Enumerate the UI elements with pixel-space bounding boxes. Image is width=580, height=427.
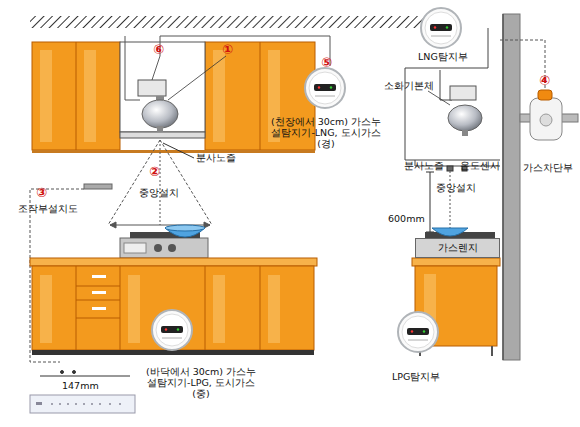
dimension-line xyxy=(40,371,130,377)
callout-number: ③ xyxy=(36,186,47,200)
callout-number: ⑥ xyxy=(153,43,164,57)
callout-number: ① xyxy=(222,43,233,57)
gas-shutoff-valve xyxy=(520,90,578,140)
gas-detector xyxy=(152,310,192,350)
part-label: 600mm xyxy=(388,213,425,224)
part-label: 분사노즐 xyxy=(404,160,444,171)
part-label: LNG탐지부 xyxy=(418,51,468,62)
callout-number: ② xyxy=(149,165,160,179)
lower-cabinets xyxy=(30,258,317,355)
range-box: 가스렌지 xyxy=(415,238,500,258)
part-label: 소화기본체 xyxy=(384,80,434,91)
gas-detector xyxy=(398,312,438,352)
part-label: (천장에서 30cm) 가스누설탐지기-LNG, 도시가스(경) xyxy=(270,116,382,149)
gas-detector xyxy=(305,68,345,108)
part-label: (바닥에서 30cm) 가스누설탐지기-LPG, 도시가스(중) xyxy=(142,366,260,399)
part-label: 147mm xyxy=(62,380,99,391)
part-label: 중앙설치 xyxy=(139,187,179,198)
wire xyxy=(160,36,330,66)
side-cabinet xyxy=(405,28,500,166)
node-text: 가스렌지 xyxy=(438,241,478,255)
part-label: 분사노즐 xyxy=(196,152,236,163)
callout-number: ⑤ xyxy=(321,56,332,70)
gas-detector xyxy=(421,8,461,48)
callout-number: ④ xyxy=(539,74,550,88)
part-label: LPG탐지부 xyxy=(392,371,440,382)
part-label: 가스차단부 xyxy=(523,162,573,173)
part-label: 조작부설치도 xyxy=(18,203,78,214)
wall xyxy=(503,14,520,360)
control-panel-drawing xyxy=(30,395,135,413)
wire xyxy=(500,40,545,90)
gas-range xyxy=(425,228,495,238)
ceiling-hatch xyxy=(30,16,455,28)
part-label: 온도센서 xyxy=(460,160,500,171)
panel-dots xyxy=(36,402,121,405)
extinguisher xyxy=(138,56,226,132)
dimension-line xyxy=(426,172,434,232)
extinguisher xyxy=(428,86,482,136)
center-line xyxy=(450,171,451,232)
part-label: 중앙설치 xyxy=(436,182,476,193)
gas-range xyxy=(120,225,208,258)
control-panel xyxy=(84,184,112,189)
